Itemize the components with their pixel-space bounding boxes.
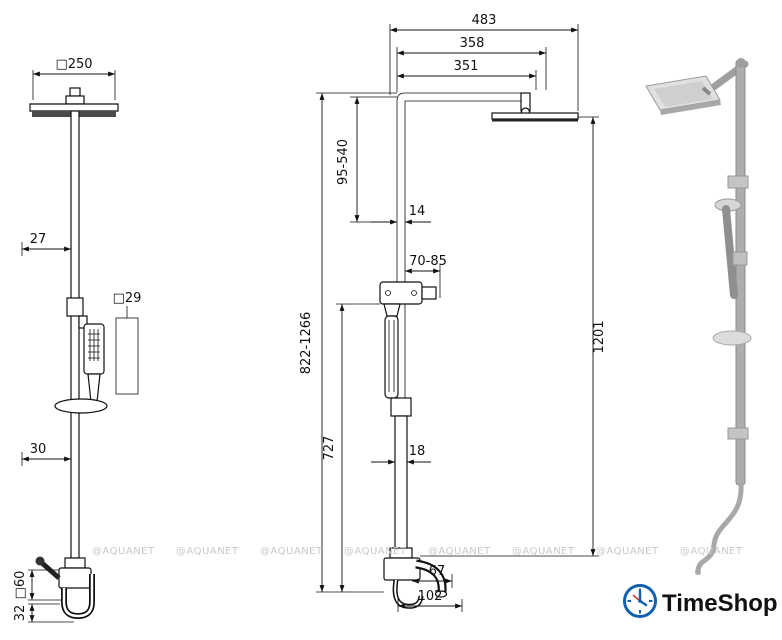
side-view: 483 358 351 95-540 14 — [299, 13, 607, 612]
dim-bottom-offset: 30 — [21, 442, 71, 466]
render-hose — [695, 483, 744, 571]
dim-top-offset: 27 — [21, 232, 71, 256]
render-soap-dish — [712, 330, 752, 346]
dim-822-1266-label: 822-1266 — [299, 312, 314, 375]
front-view: □250 27 □29 30 — [13, 57, 142, 623]
dim-lower-pipe: 18 — [371, 444, 431, 465]
watermark: @AQUANET — [92, 546, 155, 557]
dim-18-label: 18 — [409, 444, 426, 459]
spout-opening — [434, 590, 448, 598]
lever-knob — [35, 556, 45, 566]
dim-arm-center: 351 — [397, 59, 537, 90]
soap-shelf — [54, 398, 108, 414]
render-view — [645, 58, 752, 575]
spout-inner — [415, 561, 445, 593]
watermark: @AQUANET — [512, 546, 575, 557]
shower-hose-inner — [62, 574, 94, 618]
riser-pipe — [70, 110, 80, 559]
dim-spout-reach: 102 — [397, 589, 463, 612]
dim-handle-section: □29 — [113, 291, 142, 395]
render-head-face — [654, 81, 713, 107]
render-bracket-bottom — [727, 427, 749, 440]
mixer-body — [58, 567, 92, 589]
dim-bracket-range: 70-85 — [405, 254, 447, 298]
head-side-profile — [491, 112, 579, 120]
hand-shower-cone — [383, 303, 401, 317]
dim-67-label: 67 — [429, 564, 446, 579]
hand-shower-bracket — [78, 315, 88, 329]
dim-lower-height: 727 — [322, 303, 380, 592]
dim-102-label: 102 — [418, 589, 443, 604]
dim-250-label: □250 — [55, 57, 92, 72]
slider-ring — [390, 397, 412, 417]
logo-shop: Shop — [718, 590, 778, 617]
watermark: @AQUANET — [176, 546, 239, 557]
dim-base-size: □60 — [13, 569, 62, 601]
dim-14-label: 14 — [409, 204, 426, 219]
watermark: @AQUANET — [344, 546, 407, 557]
dim-95-540-label: 95-540 — [336, 139, 351, 185]
handle-detail-box — [115, 317, 139, 395]
dim-483-label: 483 — [472, 13, 497, 28]
logo-time: Time — [662, 590, 718, 617]
hand-shower-handle — [87, 373, 101, 403]
union-nut — [64, 557, 86, 569]
dim-29-label: □29 — [113, 291, 142, 306]
watermark: @AQUANET — [260, 546, 323, 557]
dim-70-85-label: 70-85 — [409, 254, 447, 269]
dim-60-label: □60 — [13, 571, 28, 600]
dim-arm-length: 358 — [396, 36, 547, 92]
dim-727-label: 727 — [322, 436, 337, 461]
pipe-arm-outer — [396, 92, 524, 416]
bracket-screw-left — [385, 290, 391, 296]
dim-head-height-range: 95-540 — [336, 96, 397, 223]
logo-wordmark: TimeShop — [662, 590, 778, 617]
render-hand-shower-handle — [722, 205, 738, 299]
dim-column-height: 1201 — [420, 116, 607, 557]
render-slider — [732, 251, 748, 266]
lower-pipe — [394, 415, 408, 549]
dim-30-label: 30 — [30, 442, 47, 457]
dim-overall-width: 483 — [389, 13, 579, 111]
render-hose-end — [695, 569, 701, 575]
head-side-underside — [492, 119, 578, 122]
dim-32-label: 32 — [13, 605, 28, 622]
head-joint — [65, 95, 85, 105]
watermark: @AQUANET — [680, 546, 743, 557]
mixer-body-side — [383, 557, 421, 581]
spray-face-grid-h — [88, 333, 100, 359]
render-bracket-top — [727, 175, 749, 189]
hand-shower-side-lines — [388, 320, 395, 392]
shower-head-plate — [29, 103, 119, 112]
pipe-coupling — [66, 297, 84, 317]
head-connector — [69, 87, 81, 97]
render-elbow — [736, 58, 746, 68]
dim-351-label: 351 — [454, 59, 479, 74]
watermark: @AQUANET — [428, 546, 491, 557]
render-head-joint — [701, 86, 712, 96]
clock-center — [638, 599, 642, 603]
render-rail — [735, 59, 746, 486]
dim-358-label: 358 — [460, 36, 485, 51]
pipe-arm-inner — [404, 100, 524, 416]
timeshop-logo: TimeShop — [623, 584, 778, 618]
dim-upper-pipe: 14 — [371, 204, 431, 225]
hand-shower-side — [384, 315, 399, 399]
dim-total-height-range: 822-1266 — [299, 92, 397, 593]
render-head-edge — [660, 100, 721, 115]
wall-bracket — [379, 281, 423, 305]
mixer-lever — [40, 561, 61, 580]
dim-spout-height: 67 — [412, 564, 453, 588]
dim-27-label: 27 — [30, 232, 47, 247]
watermark: @AQUANET — [596, 546, 659, 557]
bracket-screw-right — [411, 290, 417, 296]
dim-1201-label: 1201 — [592, 320, 607, 353]
bracket-knob — [421, 286, 437, 300]
dim-base-depth: 32 — [13, 603, 74, 623]
watermark-row: @AQUANET @AQUANET @AQUANET @AQUANET @AQU… — [92, 546, 743, 557]
dim-head-width: □250 — [32, 57, 116, 100]
